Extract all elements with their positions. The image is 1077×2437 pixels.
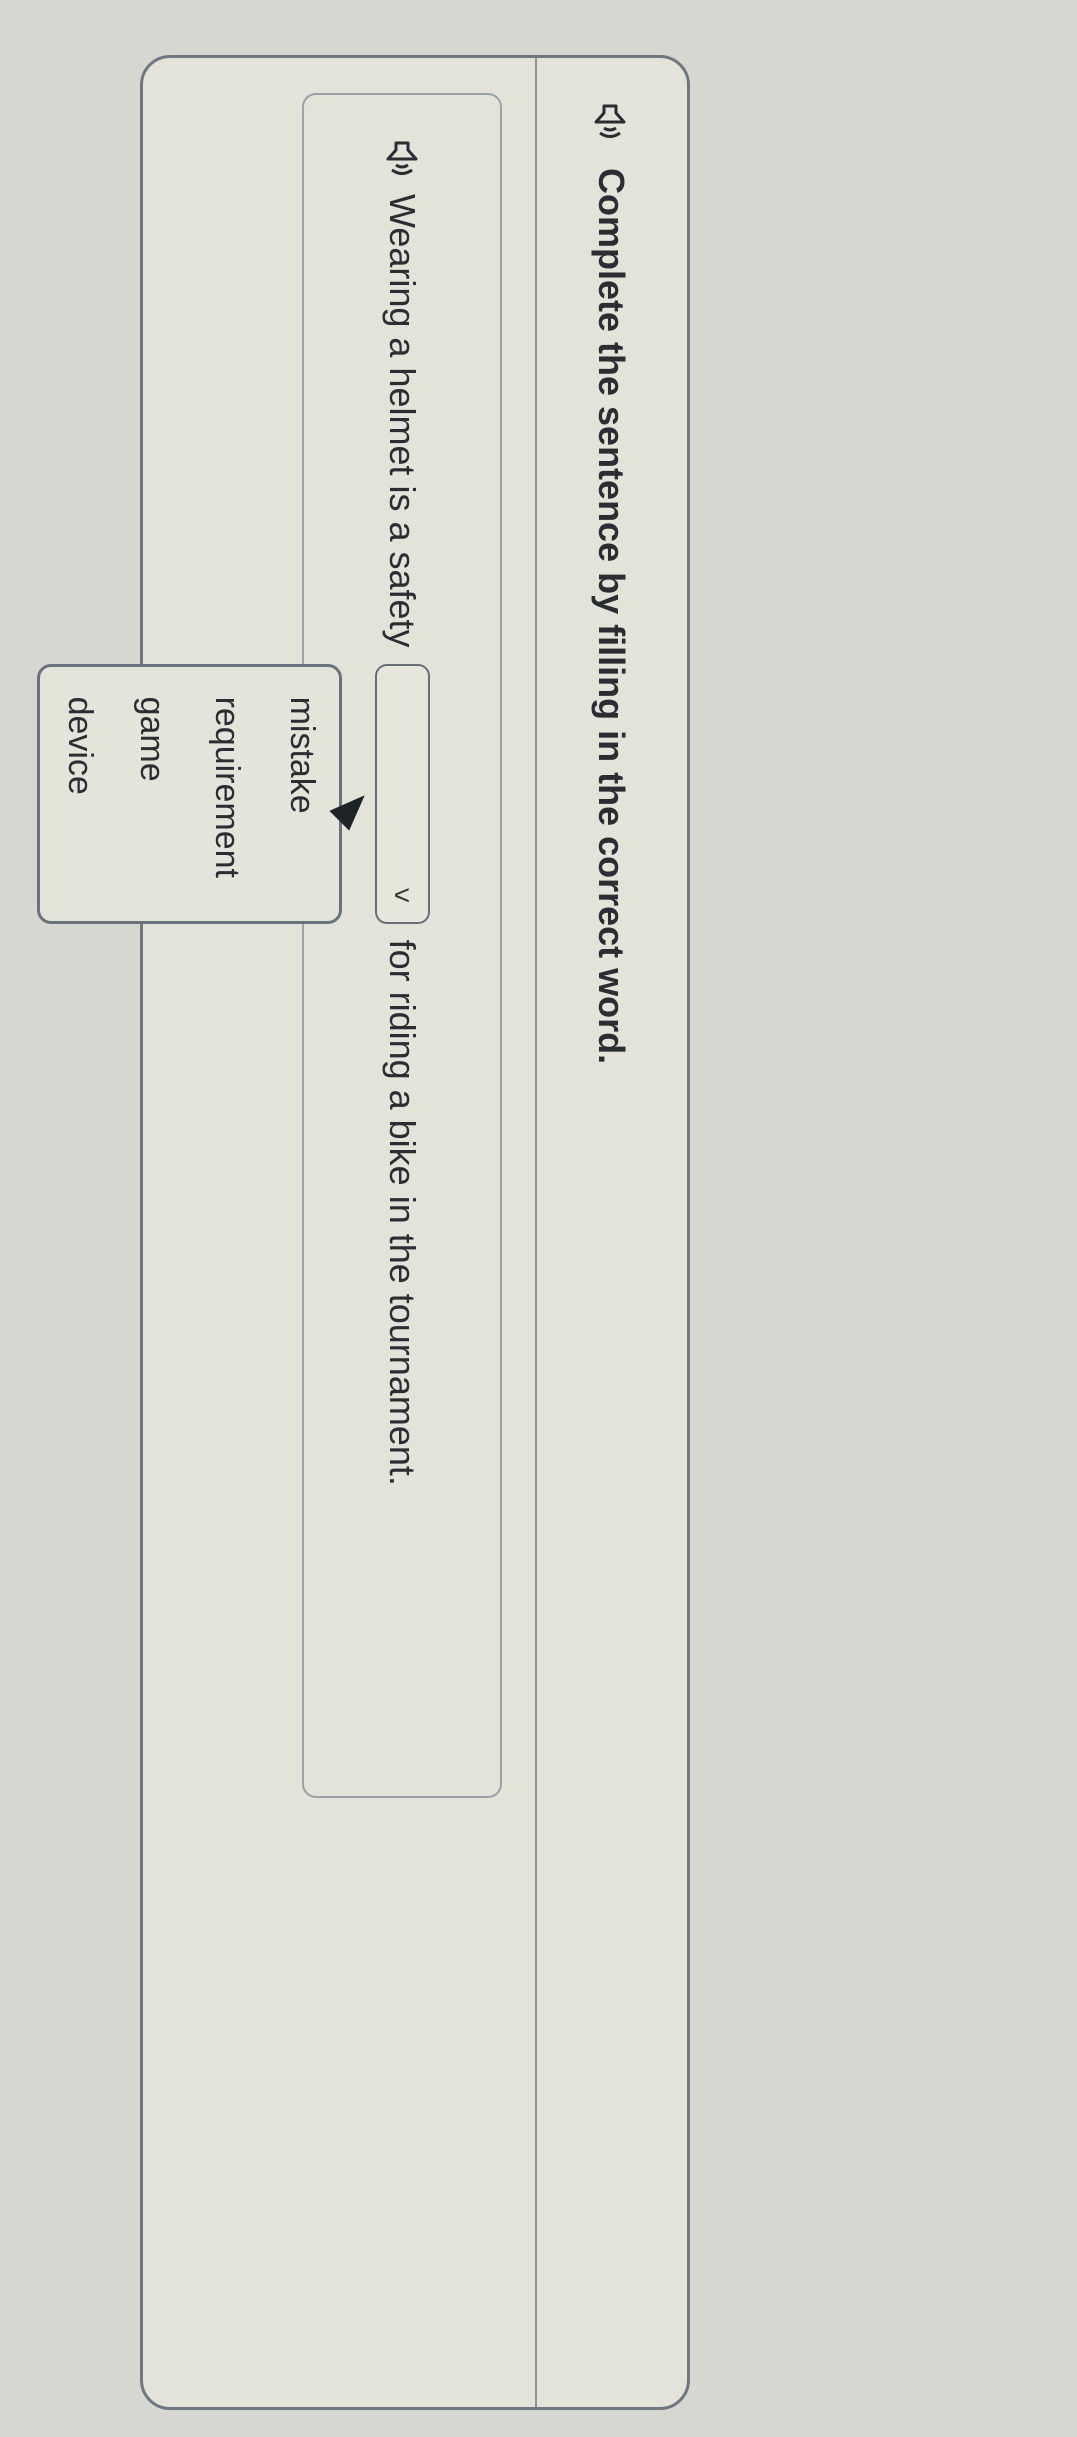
option-mistake[interactable]: mistake: [283, 696, 321, 814]
options-dropdown: mistake requirement game device: [37, 663, 342, 924]
word-select[interactable]: >: [375, 663, 430, 924]
word-select-wrapper: > mistake requirement game device: [37, 663, 430, 924]
sentence-before: Wearing a helmet is a safety: [382, 194, 423, 648]
question-header: Complete the sentence by filling in the …: [535, 58, 687, 2407]
sentence-row: Wearing a helmet is a safety > mistake r…: [37, 140, 430, 1486]
instruction-title: Complete the sentence by filling in the …: [591, 168, 632, 1065]
option-requirement[interactable]: requirement: [208, 696, 246, 878]
question-card: Complete the sentence by filling in the …: [37, 55, 690, 2410]
sentence-box: Wearing a helmet is a safety > mistake r…: [37, 93, 502, 1798]
speaker-icon[interactable]: [593, 103, 627, 141]
option-game[interactable]: game: [133, 696, 171, 782]
option-device[interactable]: device: [61, 696, 99, 795]
speaker-icon[interactable]: [386, 140, 420, 178]
chevron-down-icon: >: [393, 880, 411, 912]
sentence-after: for riding a bike in the tournament.: [382, 939, 423, 1486]
